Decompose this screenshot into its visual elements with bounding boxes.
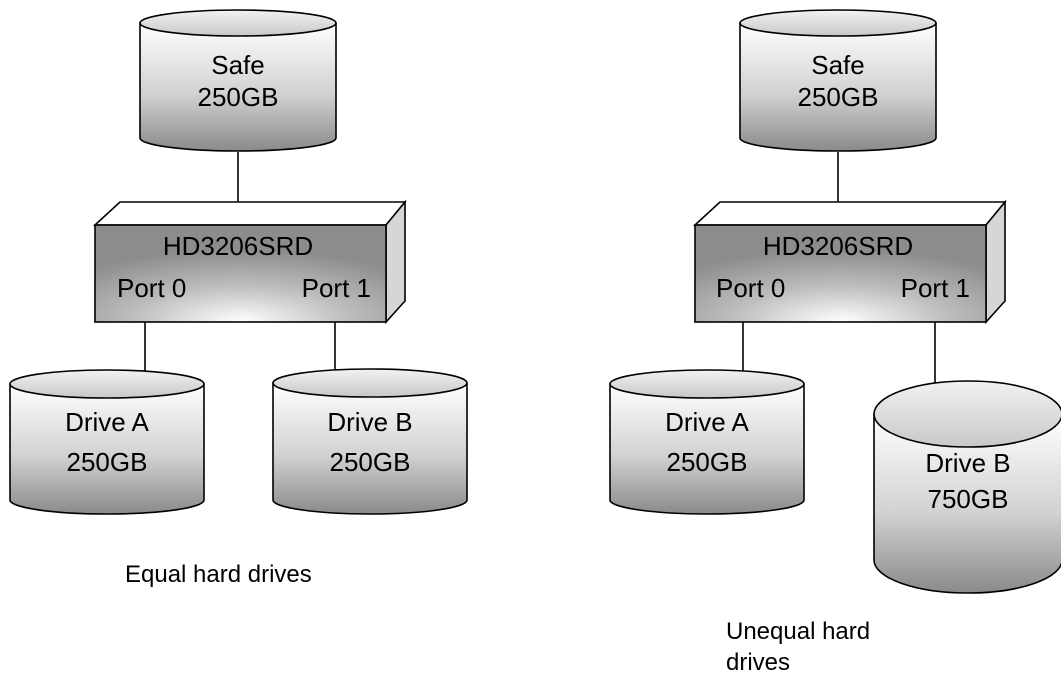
drive-b-label: Drive B [327,407,412,437]
safe-label: Safe [811,50,865,80]
unequal-drives-group: Safe 250GB HD3206SRD Port 0 Port 1 Drive… [609,9,1061,676]
unequal-drives-caption-line-1: Unequal hard [726,618,870,645]
controller-box: HD3206SRD Port 0 Port 1 [92,199,407,325]
port-0-label: Port 0 [117,273,186,303]
drive-b-size: 750GB [928,484,1009,514]
drive-a-label: Drive A [65,407,149,437]
unequal-drives-caption-line-2: drives [726,649,790,676]
safe-label: Safe [211,50,265,80]
drive-a-size: 250GB [67,447,148,477]
drive-a: Drive A 250GB [609,369,805,515]
drive-b-size: 250GB [330,447,411,477]
equal-drives-caption: Equal hard drives [125,561,312,588]
port-0-label: Port 0 [716,273,785,303]
safe-drive: Safe 250GB [739,9,937,152]
equal-drives-group: Safe 250GB HD3206SRD Port 0 Port 1 Drive… [9,9,468,588]
controller-label: HD3206SRD [763,231,913,261]
drive-a: Drive A 250GB [9,369,205,515]
drive-a-label: Drive A [665,407,749,437]
controller-label: HD3206SRD [163,231,313,261]
drive-a-size: 250GB [667,447,748,477]
drive-b-label: Drive B [925,448,1010,478]
port-1-label: Port 1 [302,273,371,303]
safe-size: 250GB [798,82,879,112]
safe-size: 250GB [198,82,279,112]
safe-drive: Safe 250GB [139,9,337,152]
drive-b: Drive B 250GB [272,368,468,515]
port-1-label: Port 1 [901,273,970,303]
controller-box: HD3206SRD Port 0 Port 1 [692,199,1007,325]
drive-b-large: Drive B 750GB [873,380,1061,594]
